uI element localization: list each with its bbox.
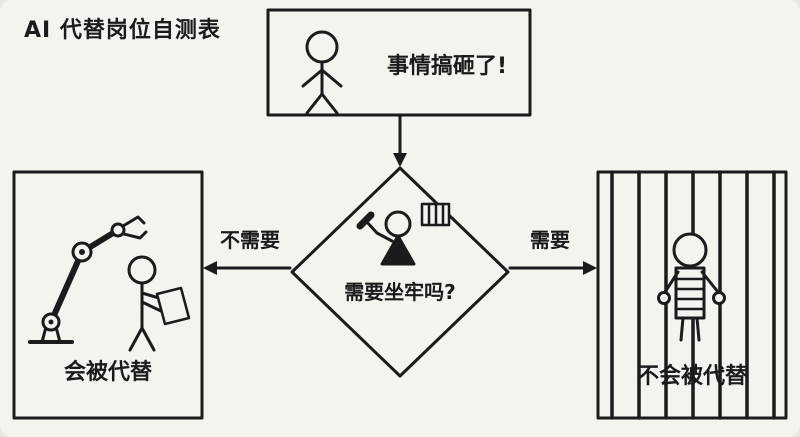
left-branch-label: 不需要: [220, 228, 280, 252]
judge-figure-icon: [356, 202, 451, 266]
panicked-figure-icon: [301, 30, 343, 115]
clipboard-icon: [155, 286, 191, 326]
arrow-right: [508, 261, 597, 275]
decision-text: 需要坐牢吗?: [344, 280, 456, 304]
start-box-text: 事情搞砸了!: [386, 54, 508, 79]
right-branch-label: 需要: [530, 228, 570, 252]
worker-figure-icon: [127, 255, 191, 352]
robot-arm-icon: [28, 215, 148, 344]
page-title: AI 代替岗位自测表: [24, 18, 221, 43]
law-books-icon: [420, 202, 451, 227]
gavel-icon: [356, 211, 379, 235]
decision-diamond: [290, 166, 510, 378]
arrow-down: [393, 113, 407, 167]
left-result-text: 会被代替: [63, 360, 152, 385]
arrow-left: [203, 261, 292, 275]
right-result-text: 不会被代替: [636, 364, 747, 389]
prisoner-figure-icon: [657, 232, 726, 342]
start-box: [266, 8, 532, 117]
